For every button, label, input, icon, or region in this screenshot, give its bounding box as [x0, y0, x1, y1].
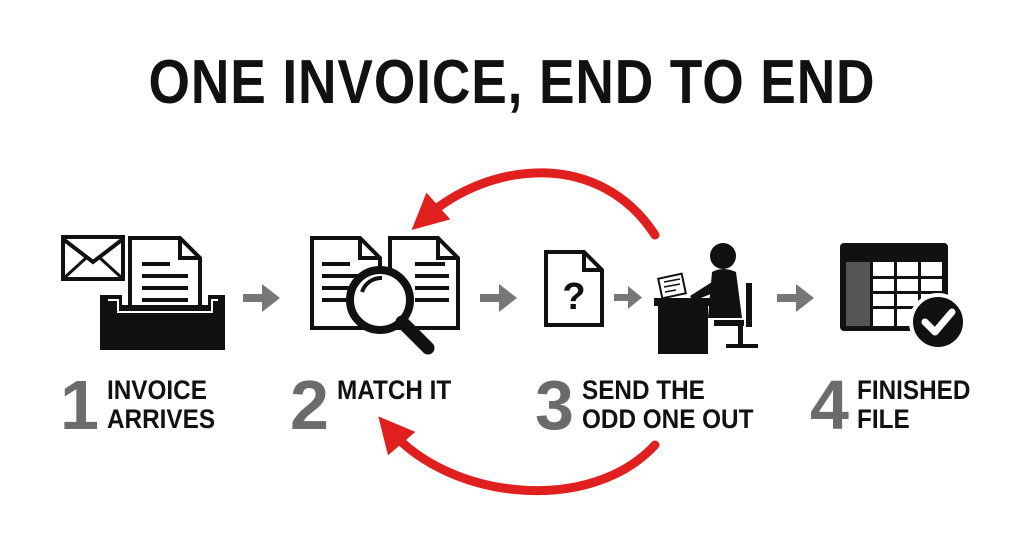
- step-label: SEND THE ODD ONE OUT: [581, 375, 754, 434]
- person-at-desk-icon: [654, 243, 758, 354]
- step-number: 4: [810, 366, 849, 444]
- inbox-tray-icon: [61, 235, 225, 350]
- step-1: 1 INVOICE ARRIVES: [60, 370, 227, 440]
- question-document-icon: ?: [544, 250, 604, 327]
- svg-text:?: ?: [562, 276, 585, 318]
- arrow-doc-to-person: [614, 286, 642, 309]
- arrow-3-to-4: [777, 284, 814, 312]
- page-title: ONE INVOICE, END TO END: [148, 48, 876, 117]
- step-label: FINISHED FILE: [856, 375, 971, 434]
- spreadsheet-icon: [840, 243, 967, 351]
- step-2: 2 MATCH IT: [290, 370, 464, 440]
- loop-arrow-bottom: [378, 416, 660, 495]
- checkmark-badge-icon: [909, 293, 967, 351]
- envelope-icon: [61, 235, 125, 281]
- step-number: 3: [535, 366, 574, 444]
- step-label: INVOICE ARRIVES: [106, 375, 215, 434]
- loop-arrow-top: [411, 168, 660, 240]
- step-label: MATCH IT: [336, 375, 452, 405]
- step-4: 4 FINISHED FILE: [810, 370, 983, 440]
- arrow-2-to-3: [480, 284, 517, 312]
- paper-on-desk-icon: [656, 272, 688, 300]
- step-number: 1: [60, 366, 99, 444]
- step-3: 3 SEND THE ODD ONE OUT: [535, 370, 772, 440]
- step-number: 2: [290, 366, 329, 444]
- magnifier-documents-icon: [310, 236, 460, 355]
- arrow-1-to-2: [243, 284, 280, 312]
